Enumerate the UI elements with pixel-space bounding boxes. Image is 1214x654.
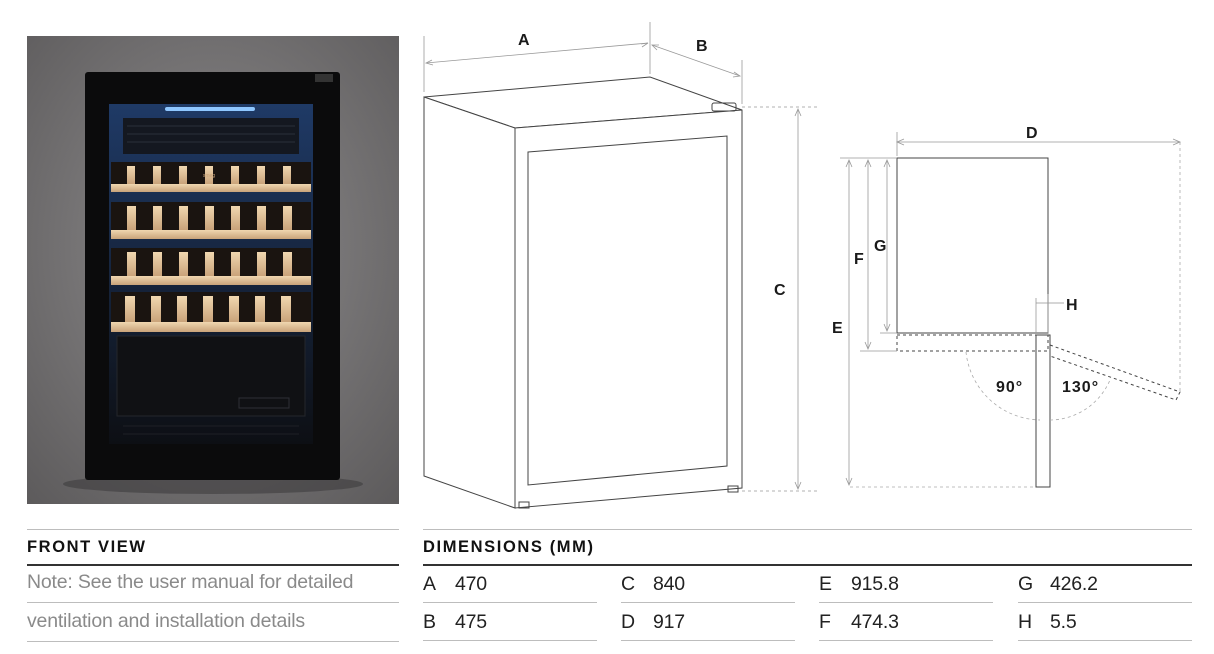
dimension-key: A: [423, 572, 436, 595]
dimension-value: 915.8: [851, 572, 899, 595]
dimension-key: G: [1018, 572, 1033, 595]
dimension-value: 917: [653, 610, 685, 633]
dimensions-heading-rule: [423, 564, 1192, 566]
dimension-key: H: [1018, 610, 1032, 633]
label-h: H: [1066, 297, 1078, 314]
row-divider: [621, 640, 795, 641]
front-view-top-rule: [27, 529, 399, 530]
front-view-note-line-2: ventilation and installation details: [27, 610, 305, 632]
dimension-key: D: [621, 610, 635, 633]
dimension-cell: A 470: [423, 566, 597, 602]
dimension-cell: C 840: [621, 566, 795, 602]
dimensions-heading: DIMENSIONS (MM): [423, 538, 595, 556]
row-divider: [423, 602, 597, 603]
shelf-1: [111, 162, 311, 192]
row-divider: [1018, 602, 1192, 603]
product-logo: smeg: [203, 173, 215, 179]
dimension-cell: D 917: [621, 604, 795, 640]
dimension-cell: G 426.2: [1018, 566, 1192, 602]
product-photo: smeg: [27, 36, 399, 504]
dimension-cell: H 5.5: [1018, 604, 1192, 640]
dimension-cell: F 474.3: [819, 604, 993, 640]
row-divider: [819, 640, 993, 641]
label-d: D: [1026, 125, 1038, 142]
dimension-drawing: A B C D: [423, 22, 1182, 509]
dimension-cell: E 915.8: [819, 566, 993, 602]
dimension-value: 5.5: [1050, 610, 1077, 633]
dimension-key: B: [423, 610, 436, 633]
angle-90-label: 90°: [996, 379, 1023, 396]
label-c: C: [774, 282, 786, 299]
front-view-note-line-1: Note: See the user manual for detailed: [27, 571, 354, 593]
label-e: E: [832, 320, 843, 337]
dimensions-top-rule: [423, 529, 1192, 530]
dimension-key: F: [819, 610, 831, 633]
dimension-cell: B 475: [423, 604, 597, 640]
row-divider: [1018, 640, 1192, 641]
label-b: B: [696, 38, 708, 55]
row-divider: [819, 602, 993, 603]
dimension-value: 470: [455, 572, 487, 595]
row-divider: [423, 640, 597, 641]
row-divider: [621, 602, 795, 603]
dimension-value: 426.2: [1050, 572, 1098, 595]
front-view-heading: FRONT VIEW: [27, 538, 147, 556]
front-view-heading-rule: [27, 564, 399, 566]
angle-130-label: 130°: [1062, 379, 1099, 396]
label-a: A: [518, 32, 530, 49]
label-g: G: [874, 238, 886, 255]
label-f: F: [854, 251, 864, 268]
dimension-key: E: [819, 572, 832, 595]
front-view-note-rule: [27, 602, 399, 603]
front-view-bottom-rule: [27, 641, 399, 642]
dimension-value: 474.3: [851, 610, 899, 633]
dimension-value: 840: [653, 572, 685, 595]
dimension-value: 475: [455, 610, 487, 633]
dimension-key: C: [621, 572, 635, 595]
